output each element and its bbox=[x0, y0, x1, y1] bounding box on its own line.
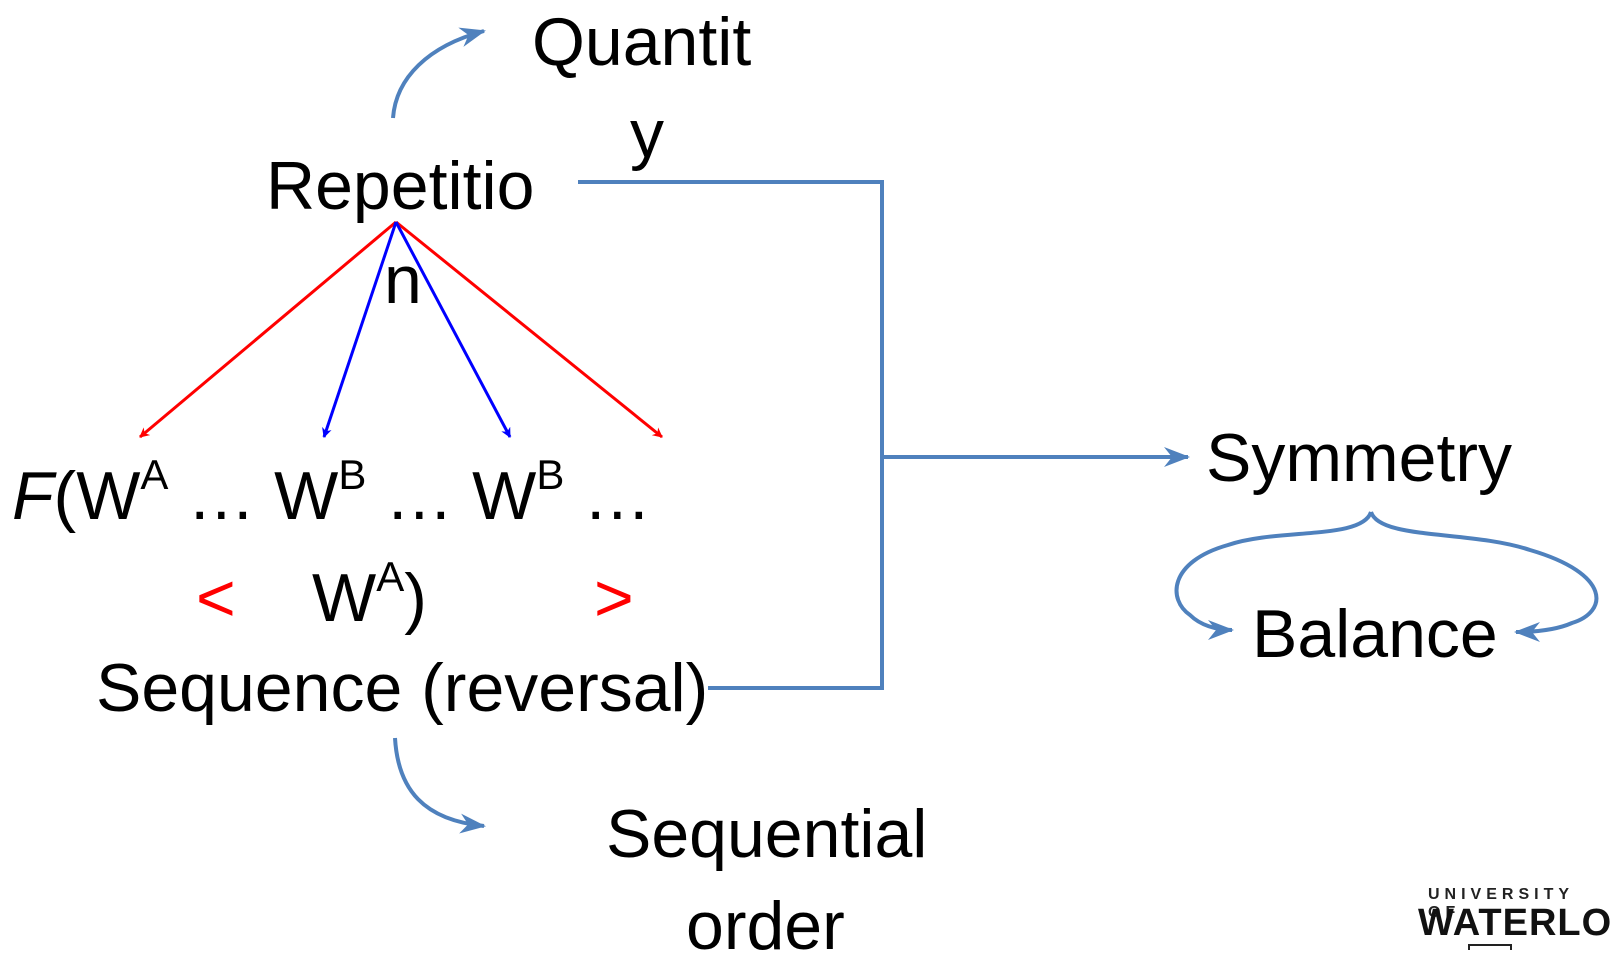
brace-right-arrow bbox=[1369, 511, 1599, 642]
formula-function: F bbox=[12, 458, 54, 534]
blue-arrow-left bbox=[322, 221, 398, 438]
greater-than-marker: > bbox=[594, 560, 634, 636]
node-sequential-order-line2: order bbox=[686, 888, 845, 964]
red-arrow-left bbox=[139, 220, 397, 439]
node-sequential-order-line1: Sequential bbox=[606, 796, 928, 872]
node-repetition-line1: Repetitio bbox=[266, 148, 535, 224]
formula-dots1: … W bbox=[168, 458, 339, 534]
university-logo: UNIVERSITY OF WATERLOO bbox=[1418, 886, 1613, 950]
formula-dots3: … bbox=[564, 458, 652, 534]
arrow-sequence-to-sequential-order bbox=[393, 737, 486, 834]
blue-arrow-right bbox=[394, 221, 512, 438]
node-repetition-line2: n bbox=[384, 242, 422, 318]
brace-left-arrow bbox=[1174, 511, 1373, 640]
formula-open: (W bbox=[53, 458, 141, 534]
node-quantity-line1: Quantit bbox=[532, 4, 752, 80]
node-balance: Balance bbox=[1252, 596, 1498, 672]
logo-waterloo: WATERLOO bbox=[1418, 902, 1613, 944]
node-symmetry: Symmetry bbox=[1206, 420, 1512, 496]
formula-close: ) bbox=[404, 560, 427, 636]
connector-repetition bbox=[578, 180, 884, 690]
shield-icon bbox=[1468, 944, 1512, 950]
formula-last-w: W bbox=[312, 560, 377, 636]
formula-sup-b2: B bbox=[536, 451, 565, 498]
formula-second-line: WA) bbox=[312, 556, 427, 633]
arrow-repetition-to-quantity bbox=[391, 27, 486, 119]
node-quantity-line2: y bbox=[630, 96, 664, 172]
less-than-marker: < bbox=[196, 560, 236, 636]
formula-sup-a1: A bbox=[140, 451, 169, 498]
logo-university-of: UNIVERSITY OF bbox=[1428, 886, 1574, 921]
formula-sup-a2: A bbox=[376, 553, 405, 600]
red-arrow-right bbox=[395, 220, 663, 439]
formula-main: F(WA … WB … WB … bbox=[12, 454, 651, 531]
formula-sup-b1: B bbox=[338, 451, 367, 498]
formula-dots2: … W bbox=[366, 458, 537, 534]
node-sequence-reversal: Sequence (reversal) bbox=[96, 650, 709, 726]
